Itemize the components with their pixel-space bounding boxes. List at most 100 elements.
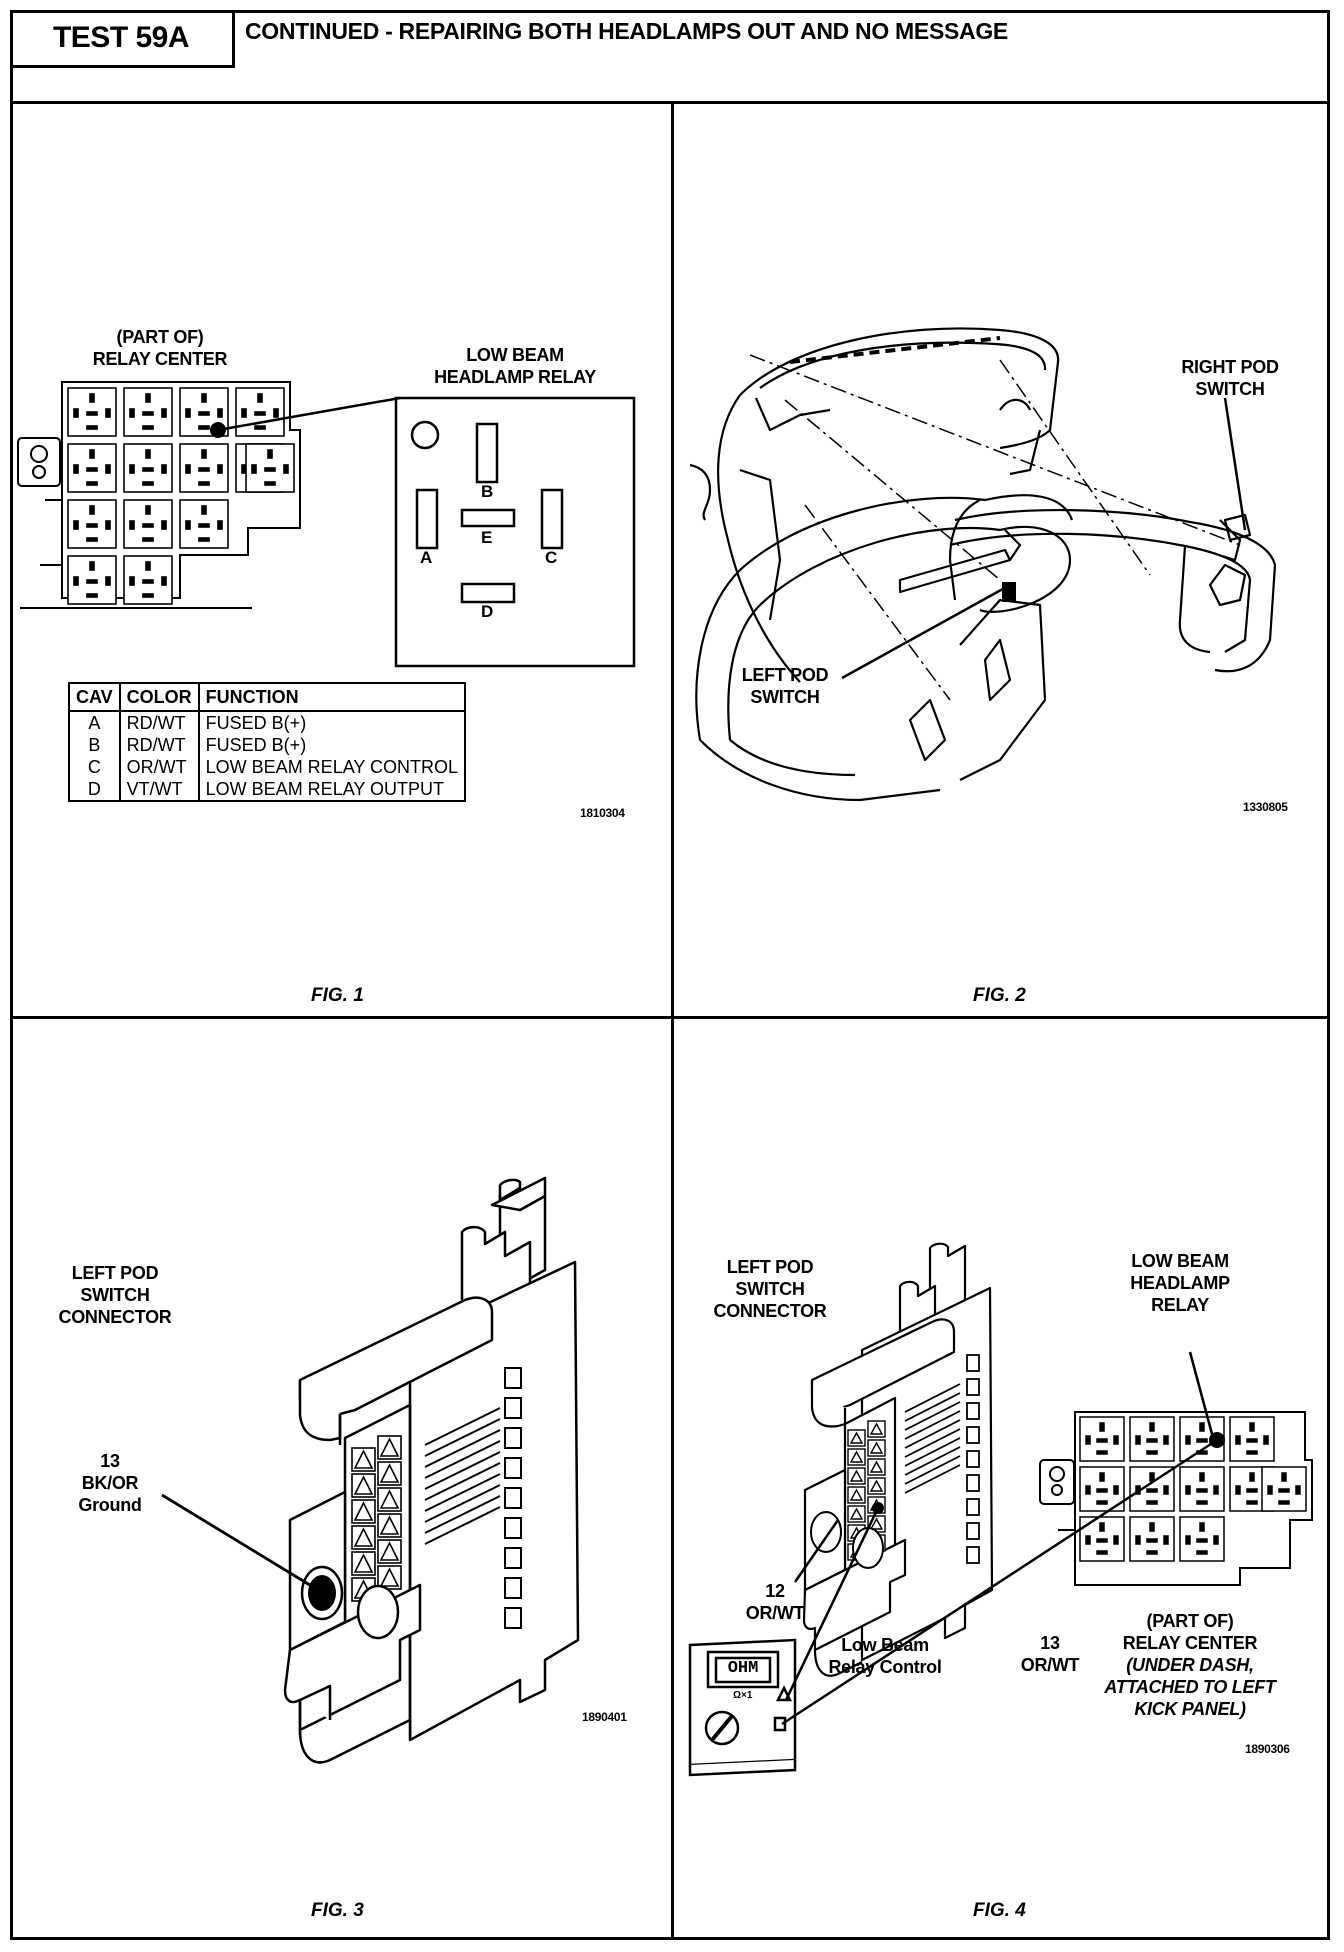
relay-socket [123,443,173,493]
fig3-ref-number: 1890401 [582,1710,627,1724]
page-frame [10,10,1330,1940]
terminal-a-label: A [420,548,433,567]
connector-side-tab [966,1498,980,1516]
connector-side-tab [504,1517,522,1539]
relay-socket [1079,1466,1125,1512]
fig2-caption: FIG. 2 [973,985,1026,1006]
fig4-center-label-5: KICK PANEL) [1134,1699,1246,1719]
col-header-cav: CAV [69,683,121,712]
fig1-relay-center-label-2: RELAY CENTER [92,349,228,369]
cav-cell: D [69,778,121,801]
connector-pin-cell [351,1473,376,1498]
fig4-center-label-4: ATTACHED TO LEFT [1104,1677,1276,1697]
cavity-table: CAV COLOR FUNCTION A RD/WT FUSED B(+) B … [68,682,467,802]
fig2-left-pod-label-2: SWITCH [750,687,820,707]
connector-pin-cell [867,1458,886,1476]
fig1-caption: FIG. 1 [311,985,364,1006]
fig1-ref-number: 1810304 [580,806,625,820]
fig4-connector-label-1: LEFT POD [726,1257,814,1277]
page-title: CONTINUED - REPAIRING BOTH HEADLAMPS OUT… [245,18,1008,44]
connector-pin-cell [847,1429,866,1447]
fig4-center-label-1: (PART OF) [1146,1611,1234,1631]
relay-socket [67,387,117,437]
connector-pin-cell [377,1565,402,1590]
connector-pin-cell [377,1487,402,1512]
fig2-right-pod-label-2: SWITCH [1195,379,1265,399]
fig4-pin12-label-2: OR/WT [745,1603,805,1623]
fig2-ref-number: 1330805 [1243,800,1288,814]
connector-side-tab [504,1607,522,1629]
row-divider [10,1016,1330,1019]
connector-side-tab [504,1367,522,1389]
cav-cell: B [69,734,121,756]
color-cell: VT/WT [119,778,200,801]
table-row: B RD/WT FUSED B(+) [69,734,465,756]
cav-cell: C [69,756,121,778]
connector-pin-cell [847,1486,866,1504]
connector-side-tab [966,1354,980,1372]
connector-pin-cell [847,1505,866,1523]
color-cell: RD/WT [119,711,200,734]
function-cell: FUSED B(+) [205,713,307,733]
terminal-c-label: C [545,548,558,567]
color-cell: RD/WT [119,734,200,756]
col-header-color: COLOR [119,683,200,712]
connector-side-tab [966,1378,980,1396]
fig4-relay-label-1: LOW BEAM [1131,1251,1229,1271]
connector-pin-cell [377,1513,402,1538]
relay-socket [67,555,117,605]
relay-socket [1261,1466,1307,1512]
terminal-e-label: E [481,528,493,547]
connector-side-tab [966,1426,980,1444]
relay-socket [235,387,285,437]
terminal-d-label: D [481,602,494,621]
header-divider [10,101,1330,104]
meter-display: OHM [727,1659,759,1678]
connector-pin-cell [351,1551,376,1576]
cav-cell: A [69,711,121,734]
cavity-table-header: CAV COLOR FUNCTION [69,683,466,712]
fig4-control-label-1: Low Beam [841,1635,929,1655]
connector-pin-cell [867,1420,886,1438]
fig1-relay-label-2: HEADLAMP RELAY [434,367,596,387]
table-row: D VT/WT LOW BEAM RELAY OUTPUT [69,778,465,801]
table-row: C OR/WT LOW BEAM RELAY CONTROL [69,756,465,778]
connector-pin-cell [351,1447,376,1472]
connector-pin-cell [351,1525,376,1550]
connector-pin-cell [377,1539,402,1564]
connector-side-tab [504,1487,522,1509]
fig1-relay-center-label-1: (PART OF) [116,327,204,347]
relay-socket [67,443,117,493]
relay-socket [179,499,229,549]
meter-range-label: Ω×1 [733,1690,753,1701]
connector-side-tab [966,1546,980,1564]
fig4-control-label-2: Relay Control [828,1657,942,1677]
fig3-connector-label-3: CONNECTOR [58,1307,172,1327]
fig3-connector-label-1: LEFT POD [71,1263,159,1283]
relay-socket [1129,1466,1175,1512]
relay-socket [123,499,173,549]
connector-pin-cell [377,1435,402,1460]
fig4-pin13-label-1: 13 [1040,1633,1060,1653]
fig4-relay-label-3: RELAY [1151,1295,1209,1315]
function-cell: LOW BEAM RELAY CONTROL [205,757,459,777]
connector-side-tab [504,1427,522,1449]
relay-socket [1179,1516,1225,1562]
connector-side-tab [504,1457,522,1479]
terminal-b-label: B [481,482,494,501]
col-header-function: FUNCTION [198,683,466,712]
fig4-connector-label-2: SWITCH [735,1279,805,1299]
connector-side-tab [504,1397,522,1419]
connector-pin-cell [847,1448,866,1466]
connector-side-tab [966,1474,980,1492]
fig4-caption: FIG. 4 [973,1900,1026,1921]
relay-socket [1079,1516,1125,1562]
relay-socket [1079,1416,1125,1462]
connector-pin-cell [867,1477,886,1495]
fig3-caption: FIG. 3 [311,1900,364,1921]
connector-pin-cell [351,1499,376,1524]
fig3-pin-label-2: BK/OR [81,1473,139,1493]
